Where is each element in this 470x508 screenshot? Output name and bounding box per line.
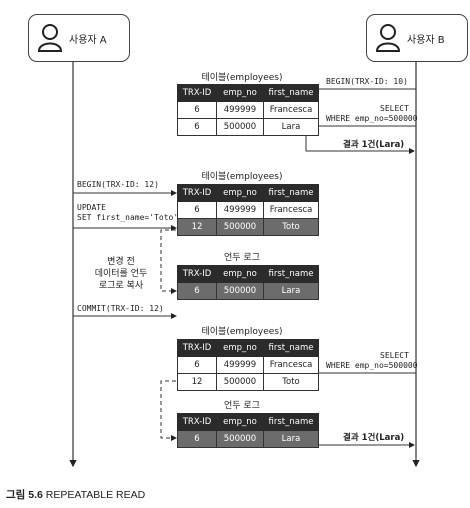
header-trx-id: TRX-ID [177,84,217,102]
a-begin-label: BEGIN(TRX-ID: 12) [77,180,159,189]
table3-caption: 테이블(employees) [201,327,283,337]
b-result2-label: 결과 1건(Lara) [343,433,405,443]
header-trx-id: TRX-ID [177,339,217,357]
header-first-name: first_name [263,84,319,102]
table1-caption: 테이블(employees) [201,73,283,83]
b-select1-where-label: WHERE emp_no=500000 [326,114,418,123]
header-emp-no: emp_no [216,265,264,283]
user-icon [37,24,63,52]
b-result1-label: 결과 1건(Lara) [343,140,405,150]
header-trx-id: TRX-ID [177,184,217,202]
undo1-caption: 언두 로그 [224,253,260,263]
actor-b-box: 사용자 B [366,14,468,62]
header-trx-id: TRX-ID [177,265,217,283]
arrow-copy-undo2 [160,380,177,441]
header-emp-no: emp_no [216,84,264,102]
actor-a-label: 사용자 A [69,35,107,46]
b-select2-where-label: WHERE emp_no=500000 [326,361,418,370]
b-select1-label: SELECT [380,104,409,113]
a-update-set-label: SET first_name='Toto' [77,213,179,222]
header-first-name: first_name [263,265,319,283]
a-update-label: UPDATE [77,203,106,212]
figure-caption-title: REPEATABLE READ [45,489,146,501]
table2-caption: 테이블(employees) [201,172,283,182]
actor-a-box: 사용자 A [28,14,130,62]
undo2-caption: 언두 로그 [224,401,260,411]
header-first-name: first_name [263,339,319,357]
actor-b-label: 사용자 B [407,35,445,46]
a-commit-label: COMMIT(TRX-ID: 12) [77,304,164,313]
header-emp-no: emp_no [216,184,264,202]
figure-caption-prefix: 그림 5.6 [6,489,43,501]
b-select2-label: SELECT [380,351,409,360]
copy-note: 변경 전 데이터를 언두 로그로 복사 [94,257,148,291]
arrow-b-result1 [305,135,415,154]
figure-caption: 그림 5.6 REPEATABLE READ [6,487,145,502]
header-emp-no: emp_no [216,339,264,357]
header-emp-no: emp_no [216,413,264,431]
user-icon [375,24,401,52]
header-first-name: first_name [263,413,319,431]
header-trx-id: TRX-ID [177,413,217,431]
b-begin-label: BEGIN(TRX-ID: 10) [326,77,408,86]
arrow-copy-undo1 [160,229,177,294]
header-first-name: first_name [263,184,319,202]
